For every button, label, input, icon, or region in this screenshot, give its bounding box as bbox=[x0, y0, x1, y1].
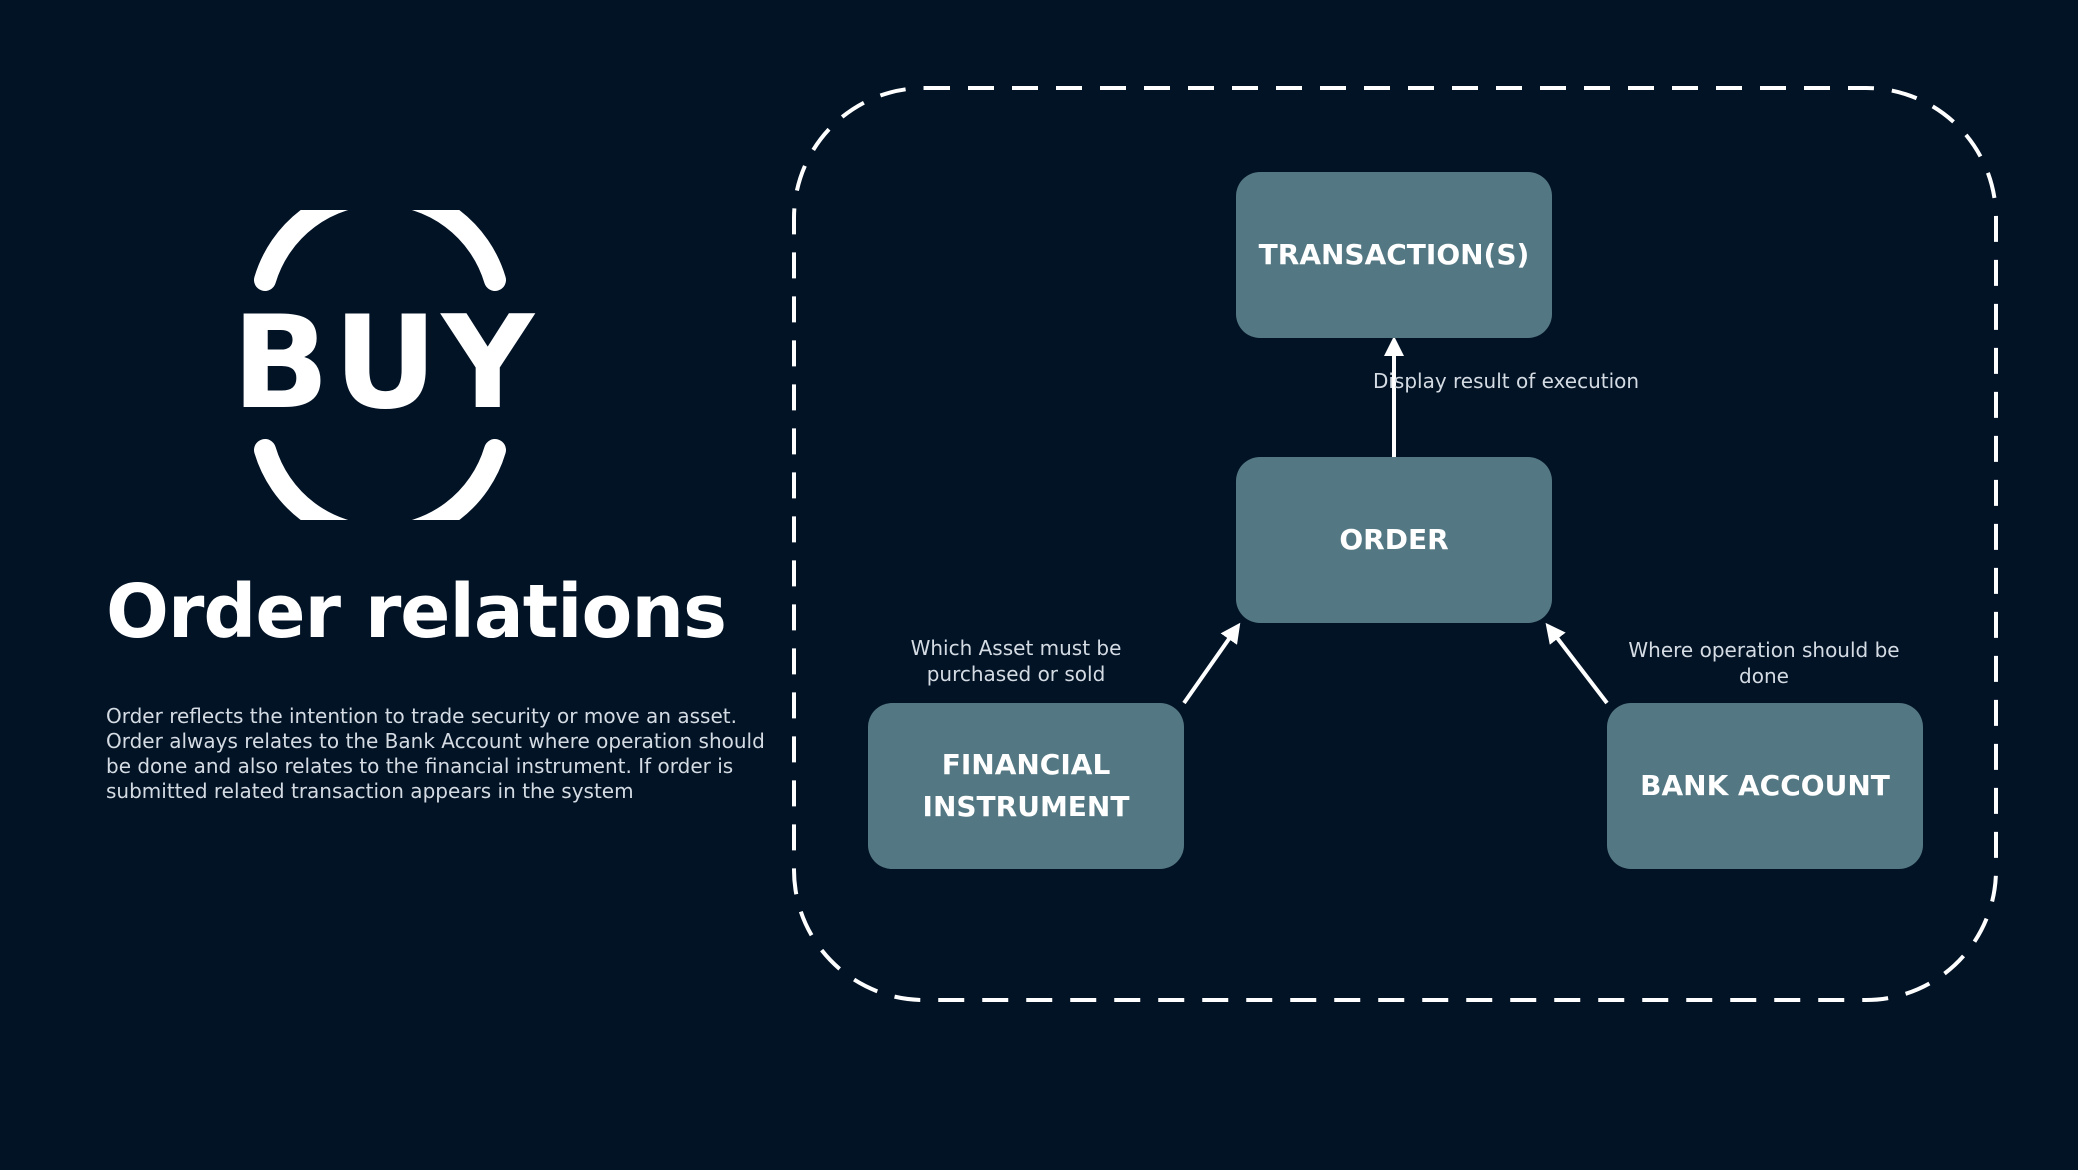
node-bank-account: BANK ACCOUNT bbox=[1607, 703, 1923, 869]
node-order: ORDER bbox=[1236, 457, 1552, 623]
edge-label-display-result: Display result of execution bbox=[1372, 369, 1640, 393]
edge-label-which-asset: Which Asset must be purchased or sold bbox=[910, 636, 1122, 686]
arrow-financial-to-order bbox=[1182, 622, 1241, 705]
page-title: Order relations bbox=[106, 569, 727, 655]
buy-logo: BUY bbox=[232, 210, 538, 520]
edge-label-where-operation: Where operation should be done bbox=[1628, 638, 1900, 688]
logo-text: BUY bbox=[232, 289, 538, 438]
node-financial-instrument: FINANCIAL INSTRUMENT bbox=[868, 703, 1184, 869]
node-transactions: TRANSACTION(S) bbox=[1236, 172, 1552, 338]
arrow-bank-to-order bbox=[1545, 622, 1609, 705]
diagram-frame bbox=[792, 86, 1998, 1002]
page-description: Order reflects the intention to trade se… bbox=[106, 704, 765, 803]
